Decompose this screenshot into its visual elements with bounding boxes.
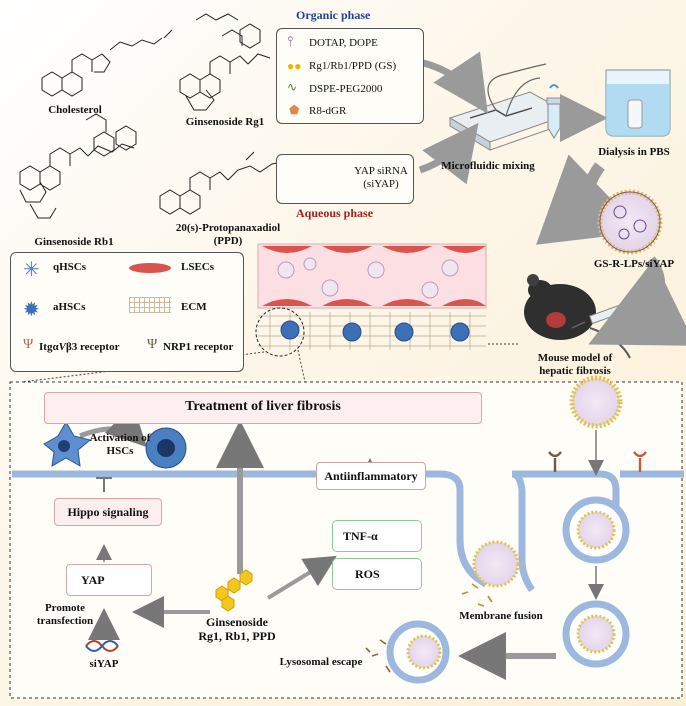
tnf-box: TNF-α — [332, 520, 422, 552]
arrow-gs-to-ros — [266, 555, 337, 600]
organic-item-lipids: DOTAP, DOPE — [309, 37, 378, 49]
rb1-label: Ginsenoside Rb1 — [34, 236, 114, 248]
siyap-helix-icon — [85, 640, 119, 652]
ppd-label-line2: (PPD) — [213, 235, 243, 247]
ros-label: ROS — [355, 567, 380, 581]
ginsenoside-icon — [215, 569, 253, 612]
sirna-label-line1: YAP siRNA — [354, 165, 408, 177]
lsec-row-bottom — [262, 299, 486, 306]
hippo-label: Hippo signaling — [67, 505, 149, 519]
itg-receptor-icon — [633, 451, 647, 472]
arrow-lp-to-mouse — [588, 256, 686, 346]
lipid-icon: ⫯ — [287, 35, 294, 50]
yap-box: YAP — [66, 564, 152, 596]
vessel-particles — [277, 257, 459, 299]
activation-line1: Activation of — [89, 432, 151, 444]
activation-line2: HSCs — [106, 445, 134, 457]
peg-icon: ∿ — [287, 80, 298, 94]
mouse-label-line1: Mouse model of — [537, 352, 613, 364]
tube-icon — [546, 84, 562, 139]
ginsenoside-dot-icon: ●● — [287, 59, 302, 73]
rg1-structure — [179, 13, 271, 111]
tnf-label: TNF-α — [343, 529, 378, 543]
ginsenoside-line2: Rg1, Rb1, PPD — [198, 629, 276, 643]
siyap-label: siYAP — [89, 658, 119, 670]
itg-receptor-legend-icon: Ψ — [23, 337, 34, 352]
rg1-label: Ginsenoside Rg1 — [185, 116, 265, 128]
inhibit-hippo — [96, 477, 112, 492]
promote-line2: transfection — [36, 615, 94, 627]
microfluidic-label: Microfluidic mixing — [441, 160, 535, 172]
dialysis-label: Dialysis in PBS — [598, 146, 670, 158]
antiinflammatory-box: Antiinflammatory — [316, 462, 426, 490]
fusion-particle — [472, 540, 520, 588]
sirna-label-line2: (siYAP) — [363, 178, 399, 190]
cholesterol-label: Cholesterol — [48, 104, 102, 116]
ros-box: ROS — [332, 558, 422, 590]
legend-itg: ItgαVβ3 receptor — [39, 341, 120, 353]
zoom-circle — [255, 307, 305, 357]
legend-nrp1: NRP1 receptor — [163, 341, 234, 353]
promote-line1: Promote — [44, 602, 86, 614]
incoming-particle — [569, 375, 623, 429]
antiinflammatory-label: Antiinflammatory — [324, 469, 418, 483]
mouse-label-line2: hepatic fibrosis — [539, 365, 611, 377]
ginsenoside-line1: Ginsenoside — [205, 615, 268, 629]
legend-qhscs: qHSCs — [53, 261, 87, 273]
cell-legend: ✳ qHSCs LSECs ✹ aHSCs ECM Ψ ItgαVβ3 rece… — [10, 252, 244, 372]
yap-label: YAP — [81, 573, 105, 587]
organic-item-peptide: R8-dGR — [309, 105, 347, 117]
arrow-activation — [79, 404, 148, 448]
nrp1-receptor-icon — [548, 451, 562, 472]
membrane-fusion-label: Membrane fusion — [459, 610, 543, 622]
arrow-aqueous-to-chip — [418, 122, 479, 185]
ahsc-icon: ✹ — [23, 299, 40, 321]
qhsc-cell — [43, 420, 92, 467]
legend-ecm: ECM — [181, 301, 207, 313]
organic-phase-title: Organic phase — [296, 8, 371, 22]
ecm-icon — [129, 297, 171, 313]
legend-lsecs: LSECs — [181, 261, 215, 273]
peptide-icon: ⬟ — [289, 103, 300, 117]
lsec-icon — [129, 263, 171, 273]
treatment-label: Treatment of liver fibrosis — [185, 399, 341, 414]
aqueous-phase-title: Aqueous phase — [296, 206, 374, 220]
cell-membrane — [12, 470, 684, 593]
nrp1-receptor-legend-icon: Ψ — [147, 337, 158, 352]
organic-item-gs: Rg1/Rb1/PPD (GS) — [309, 60, 397, 72]
ppd-label-line1: 20(s)-Protopanaxadiol — [175, 222, 281, 234]
qhsc-icon: ✳ — [23, 259, 40, 281]
hippo-box: Hippo signaling — [54, 498, 162, 526]
liposome-nanoparticle — [597, 189, 663, 255]
treatment-box: Treatment of liver fibrosis — [44, 392, 482, 424]
organic-phase-box: ⫯ DOTAP, DOPE ●● Rg1/Rb1/PPD (GS) ∿ DSPE… — [276, 28, 424, 124]
ahsc-cells — [280, 320, 470, 342]
arrow-organic-to-chip — [419, 51, 488, 114]
ppd-structure — [159, 151, 283, 215]
ahsc-cell — [145, 427, 187, 469]
released-sirna — [365, 583, 493, 673]
aqueous-phase-box: YAP siRNA (siYAP) — [276, 154, 414, 204]
lsec-row-top — [262, 246, 486, 253]
beaker-icon — [605, 69, 671, 137]
lysosomal-escape-label: Lysosomal escape — [279, 656, 363, 668]
nanoparticle-label: GS-R-LPs/siYAP — [593, 258, 675, 270]
rb1-structure — [19, 113, 137, 219]
organic-item-peg: DSPE-PEG2000 — [309, 83, 383, 95]
legend-ahscs: aHSCs — [53, 301, 86, 313]
cholesterol-structure — [41, 29, 173, 97]
